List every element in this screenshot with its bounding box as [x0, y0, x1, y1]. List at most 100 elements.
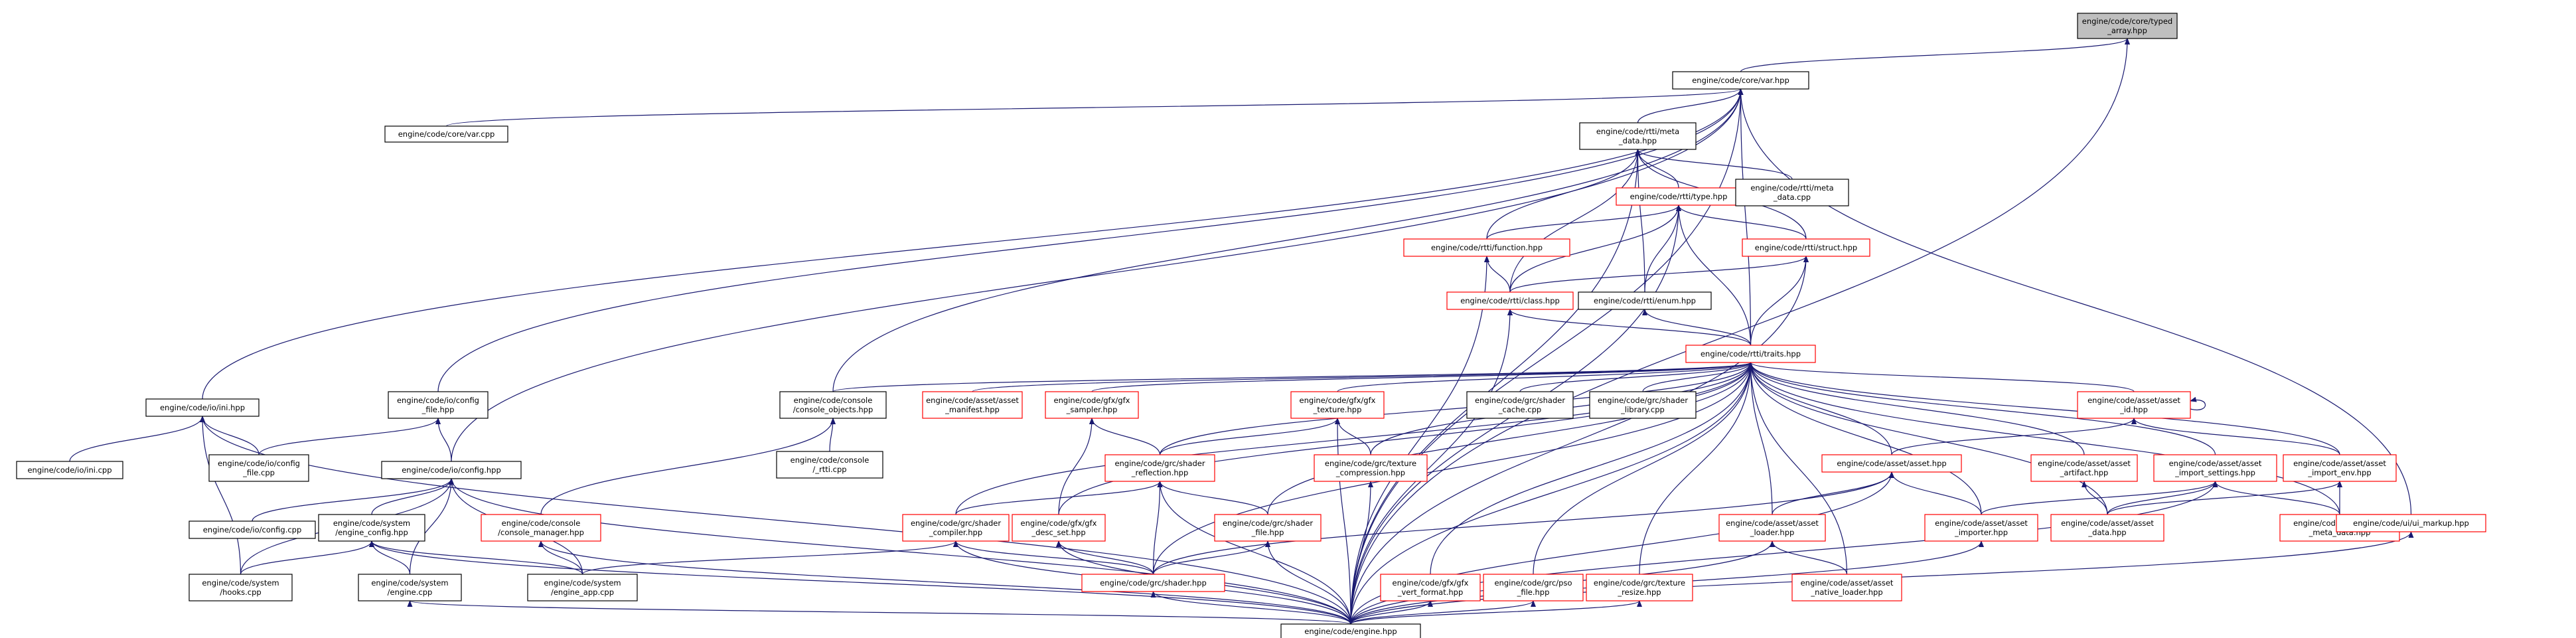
file-node-console-objects-hpp[interactable]: engine/code/console/console_objects.hpp — [779, 391, 887, 419]
node-box — [1403, 238, 1570, 257]
file-node-gfx-desc-set-hpp[interactable]: engine/code/gfx/gfx_desc_set.hpp — [1012, 514, 1106, 542]
file-node-gfx-sampler-hpp[interactable]: engine/code/gfx/gfx_sampler.hpp — [1045, 391, 1139, 419]
file-node-asset-loader-hpp[interactable]: engine/code/asset/asset_loader.hpp — [1718, 514, 1826, 542]
include-edge — [1635, 149, 1793, 180]
include-edge — [1150, 591, 1351, 625]
node-box — [1578, 291, 1712, 310]
node-label: engine/code/asset/asset — [2087, 396, 2180, 405]
node-box — [16, 461, 123, 479]
file-node-import-settings-hpp[interactable]: engine/code/asset/asset_import_settings.… — [2153, 454, 2277, 482]
file-node-engine-app-cpp[interactable]: engine/code/system/engine_app.cpp — [527, 574, 638, 601]
include-edge — [200, 416, 260, 455]
nodes-layer: engine/code/core/typed_array.hpp engine/c… — [16, 13, 2486, 638]
file-node-engine-cpp[interactable]: engine/code/system/engine.cpp — [358, 574, 462, 601]
file-node-import-env-hpp[interactable]: engine/code/asset/asset_import_env.hpp — [2283, 454, 2397, 482]
file-node-ui-markup-hpp[interactable]: engine/code/ui/ui_markup.hpp — [2336, 514, 2486, 532]
file-node-pso-file-hpp[interactable]: engine/code/grc/pso_file.hpp — [1483, 574, 1584, 601]
file-node-asset-native-loader-hpp[interactable]: engine/code/asset/asset_native_loader.hp… — [1791, 574, 1902, 601]
file-node-engine-config-hpp[interactable]: engine/code/system/engine_config.hpp — [318, 514, 425, 542]
node-label: engine/code/rtti/meta — [1596, 127, 1679, 136]
include-edge — [1639, 362, 1754, 575]
file-node-ini-cpp[interactable]: engine/code/io/ini.cpp — [16, 461, 123, 479]
file-node-shader-reflection-hpp[interactable]: engine/code/grc/shader_reflection.hpp — [1104, 454, 1215, 482]
node-box — [1104, 454, 1215, 482]
include-edge — [1152, 481, 1163, 575]
include-edge — [258, 418, 441, 455]
file-node-shader-cache-cpp[interactable]: engine/code/grc/shader_cache.cpp — [1466, 391, 1574, 419]
file-node-hooks-cpp[interactable]: engine/code/system/hooks.cpp — [189, 574, 293, 601]
include-edge — [1740, 38, 2130, 72]
include-edge — [1350, 481, 2218, 625]
file-node-asset-manifest-hpp[interactable]: engine/code/asset/asset_manifest.hpp — [922, 391, 1023, 419]
node-box — [2336, 514, 2486, 532]
file-node-config-file-cpp[interactable]: engine/code/io/config_file.cpp — [208, 454, 309, 482]
include-edge — [1738, 88, 2412, 515]
include-edge — [1056, 540, 1154, 575]
include-edge — [451, 88, 1744, 462]
node-box — [1579, 122, 1697, 150]
node-label: _file.cpp — [242, 468, 275, 477]
file-node-gfx-texture-hpp[interactable]: engine/code/gfx/gfx_texture.hpp — [1290, 391, 1385, 419]
node-label: engine/code/asset/asset — [1801, 578, 1894, 588]
include-edge — [1159, 362, 1754, 455]
file-node-class-hpp[interactable]: engine/code/rtti/class.hpp — [1446, 291, 1574, 310]
include-edge — [1635, 149, 1645, 293]
file-node-engine-hpp[interactable]: engine/code/engine.hpp — [1280, 623, 1421, 638]
file-node-asset-importer-hpp[interactable]: engine/code/asset/asset_importer.hpp — [1924, 514, 2038, 542]
include-edge — [1350, 38, 2130, 625]
file-node-struct-hpp[interactable]: engine/code/rtti/struct.hpp — [1742, 238, 1870, 257]
file-node-texture-compression-hpp[interactable]: engine/code/grc/texture_compression.hpp — [1314, 454, 1428, 482]
node-label: engine/code/io/config — [218, 459, 300, 468]
include-edge — [1350, 88, 1744, 625]
file-node-meta-data-hpp[interactable]: engine/code/rtti/meta_data.hpp — [1579, 122, 1697, 150]
file-node-meta-data-cpp[interactable]: engine/code/rtti/meta_data.cpp — [1735, 179, 1849, 206]
file-node-traits-hpp[interactable]: engine/code/rtti/traits.hpp — [1685, 345, 1816, 363]
file-node-config-cpp[interactable]: engine/code/io/config.cpp — [189, 520, 316, 539]
file-node-asset-hpp[interactable]: engine/code/asset/asset.hpp — [1821, 454, 1962, 473]
node-label: _file.hpp — [1251, 528, 1284, 537]
include-edge — [1981, 481, 2218, 515]
include-edge — [538, 540, 1351, 625]
file-node-enum-hpp[interactable]: engine/code/rtti/enum.hpp — [1578, 291, 1712, 310]
include-edge — [1350, 362, 1754, 625]
file-node-shader-library-cpp[interactable]: engine/code/grc/shader_library.cpp — [1589, 391, 1697, 419]
file-node-function-hpp[interactable]: engine/code/rtti/function.hpp — [1403, 238, 1570, 257]
file-node-asset-id-hpp[interactable]: engine/code/asset/asset_id.hpp — [2077, 391, 2191, 419]
node-label: engine/code/rtti/enum.hpp — [1594, 296, 1696, 305]
include-edge — [1152, 471, 1894, 575]
file-node-gfx-vert-format-hpp[interactable]: engine/code/gfx/gfx_vert_format.hpp — [1380, 574, 1481, 601]
node-label: engine/code/system — [371, 578, 448, 588]
edges-layer — [69, 38, 2414, 625]
include-edge — [2107, 481, 2342, 515]
file-node-console-rtti-cpp[interactable]: engine/code/console/_rtti.cpp — [776, 451, 883, 479]
node-box — [902, 514, 1010, 542]
file-node-typed-array[interactable]: engine/code/core/typed_array.hpp — [2077, 13, 2178, 39]
file-node-console-manager-hpp[interactable]: engine/code/console/console_manager.hpp — [481, 514, 601, 542]
include-edge — [1748, 362, 2085, 455]
file-node-asset-data-hpp[interactable]: engine/code/asset/asset_data.hpp — [2050, 514, 2164, 542]
include-edge — [972, 362, 1754, 392]
include-edge — [1519, 362, 1754, 392]
file-node-texture-resize-hpp[interactable]: engine/code/grc/texture_resize.hpp — [1586, 574, 1693, 601]
file-node-shader-compiler-hpp[interactable]: engine/code/grc/shader_compiler.hpp — [902, 514, 1010, 542]
node-box — [2050, 514, 2164, 542]
file-node-shader-file-hpp[interactable]: engine/code/grc/shader_file.hpp — [1214, 514, 1322, 542]
file-node-ini-hpp[interactable]: engine/code/io/ini.hpp — [145, 398, 260, 417]
node-label: _reflection.hpp — [1131, 468, 1189, 477]
include-edge — [1748, 362, 1848, 575]
node-box — [381, 461, 522, 479]
file-node-shader-hpp[interactable]: engine/code/grc/shader.hpp — [1081, 574, 1225, 592]
file-node-var-hpp[interactable]: engine/code/core/var.hpp — [1672, 71, 1809, 90]
node-label: _compiler.hpp — [929, 528, 982, 537]
file-node-type-hpp[interactable]: engine/code/rtti/type.hpp — [1616, 187, 1742, 206]
file-node-var-cpp[interactable]: engine/code/core/var.cpp — [384, 125, 508, 143]
node-box — [1280, 623, 1421, 638]
file-node-config-file-hpp[interactable]: engine/code/io/config_file.hpp — [388, 391, 489, 419]
node-box — [1586, 574, 1693, 601]
node-label: engine/code/system — [544, 578, 621, 588]
file-node-asset-artifact-hpp[interactable]: engine/code/asset/asset_artifact.hpp — [2030, 454, 2138, 482]
node-label: _cache.cpp — [1498, 405, 1541, 414]
include-edge — [200, 416, 242, 575]
file-node-config-hpp[interactable]: engine/code/io/config.hpp — [381, 461, 522, 479]
node-label: engine/code/asset/asset — [2061, 518, 2154, 528]
